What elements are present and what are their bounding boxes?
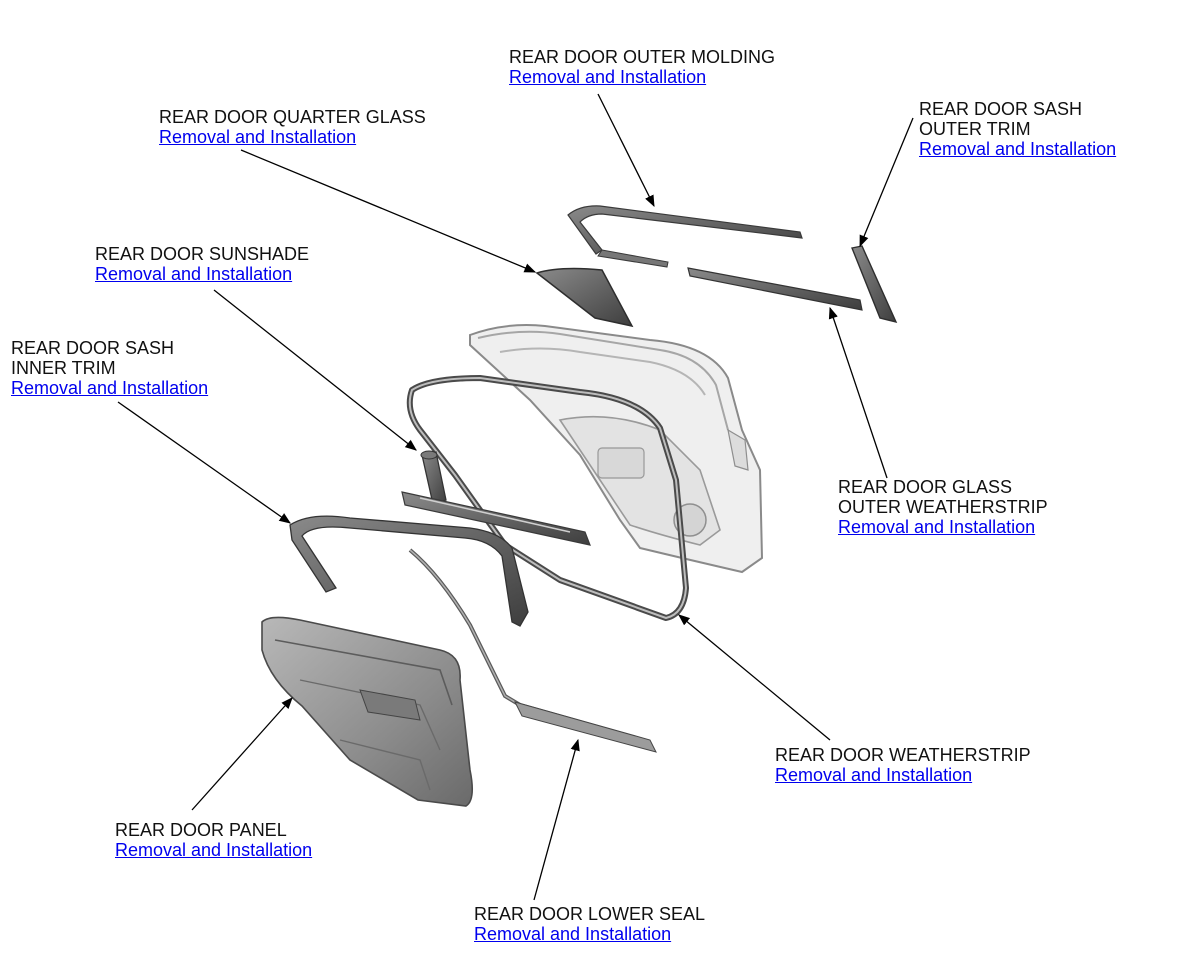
door-panel-part bbox=[261, 616, 474, 807]
leader-lines bbox=[117, 93, 914, 901]
leader-quarter-glass bbox=[240, 149, 537, 273]
removal-installation-link[interactable]: Removal and Installation bbox=[838, 517, 1036, 537]
removal-installation-link[interactable]: Removal and Installation bbox=[159, 127, 357, 147]
sash-outer-trim-part bbox=[851, 245, 898, 324]
inner-belt-strip-part bbox=[401, 491, 591, 546]
sunshade-part bbox=[420, 450, 447, 505]
sash-inner-trim-part bbox=[289, 515, 529, 627]
glass-outer-weatherstrip-part bbox=[687, 267, 863, 311]
callout-title: REAR DOOR LOWER SEAL bbox=[474, 904, 706, 924]
callout-sunshade: REAR DOOR SUNSHADE Removal and Installat… bbox=[95, 244, 309, 284]
removal-installation-link[interactable]: Removal and Installation bbox=[11, 378, 209, 398]
removal-installation-link[interactable]: Removal and Installation bbox=[919, 139, 1117, 159]
weatherstrip-part bbox=[406, 375, 689, 621]
callout-title: REAR DOOR GLASS OUTER WEATHERSTRIP bbox=[838, 477, 1048, 517]
leader-glass-outer-weatherstrip bbox=[828, 306, 888, 479]
removal-installation-link[interactable]: Removal and Installation bbox=[775, 765, 973, 785]
callout-title: REAR DOOR OUTER MOLDING bbox=[509, 47, 776, 67]
leader-outer-molding bbox=[597, 93, 655, 208]
door-shell bbox=[469, 324, 764, 574]
lower-seal-part bbox=[408, 548, 657, 753]
callout-weatherstrip: REAR DOOR WEATHERSTRIP Removal and Insta… bbox=[775, 745, 1031, 785]
callout-glass-outer-weatherstrip: REAR DOOR GLASS OUTER WEATHERSTRIP Remov… bbox=[838, 477, 1048, 537]
callout-title: REAR DOOR QUARTER GLASS bbox=[159, 107, 426, 127]
callout-sash-outer-trim: REAR DOOR SASH OUTER TRIM Removal and In… bbox=[919, 99, 1116, 159]
leader-sash-inner-trim bbox=[117, 401, 291, 524]
callout-title: REAR DOOR SASH INNER TRIM bbox=[11, 338, 175, 378]
callout-outer-molding: REAR DOOR OUTER MOLDING Removal and Inst… bbox=[509, 47, 775, 87]
removal-installation-link[interactable]: Removal and Installation bbox=[95, 264, 293, 284]
callout-lower-seal: REAR DOOR LOWER SEAL Removal and Install… bbox=[474, 904, 705, 944]
callout-title: REAR DOOR WEATHERSTRIP bbox=[775, 745, 1031, 765]
leader-weatherstrip bbox=[678, 614, 831, 741]
removal-installation-link[interactable]: Removal and Installation bbox=[474, 924, 672, 944]
leader-lower-seal bbox=[533, 738, 580, 901]
removal-installation-link[interactable]: Removal and Installation bbox=[115, 840, 313, 860]
removal-installation-link[interactable]: Removal and Installation bbox=[509, 67, 707, 87]
leader-panel bbox=[191, 697, 293, 811]
leader-sash-outer-trim bbox=[859, 117, 914, 248]
callout-quarter-glass: REAR DOOR QUARTER GLASS Removal and Inst… bbox=[159, 107, 426, 147]
callout-panel: REAR DOOR PANEL Removal and Installation bbox=[115, 820, 312, 860]
outer-molding-part bbox=[567, 205, 803, 268]
callout-title: REAR DOOR SUNSHADE bbox=[95, 244, 310, 264]
callout-sash-inner-trim: REAR DOOR SASH INNER TRIM Removal and In… bbox=[11, 338, 208, 398]
callout-title: REAR DOOR PANEL bbox=[115, 820, 287, 840]
callout-title: REAR DOOR SASH OUTER TRIM bbox=[919, 99, 1083, 139]
leader-sunshade bbox=[213, 289, 417, 451]
quarter-glass-part bbox=[535, 267, 634, 328]
